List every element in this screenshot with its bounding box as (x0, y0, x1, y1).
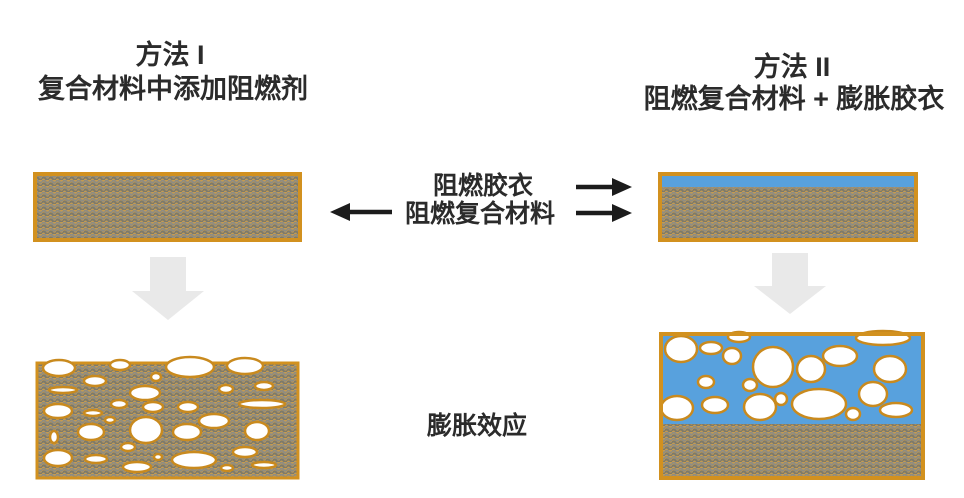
bubble (197, 412, 231, 430)
method1-title: 方法 I (135, 40, 205, 70)
bubble (128, 415, 164, 445)
bubble (742, 392, 778, 422)
bubble (141, 400, 165, 414)
bubble (217, 383, 235, 395)
foam-bubbles-group (659, 329, 914, 422)
bubble (219, 463, 235, 473)
bubble (250, 460, 278, 470)
block-arrow-down-icon (754, 253, 826, 314)
bubble (128, 384, 162, 402)
label-composite: 阻燃复合材料 (404, 200, 555, 228)
bubble (152, 452, 164, 462)
bubble (76, 422, 106, 442)
bubble (171, 422, 203, 442)
bubble (176, 400, 200, 414)
bubble (83, 453, 109, 465)
bubble (790, 387, 848, 421)
intact-laminate-layer (663, 424, 921, 476)
bubble (698, 340, 724, 356)
bubble (659, 394, 695, 422)
bubble (751, 345, 795, 389)
bubble (47, 385, 79, 395)
bubble (82, 374, 108, 388)
bubble (773, 391, 789, 407)
block-arrow-down-icon (132, 257, 204, 320)
bubble (872, 354, 908, 384)
method2-subtitle: 阻燃复合材料 + 膨胀胶衣 (643, 84, 945, 114)
label-gelcoat: 阻燃胶衣 (432, 172, 533, 200)
arrow-right-icon (576, 204, 632, 222)
bubble (696, 374, 716, 390)
bubble (103, 415, 117, 425)
bubble (878, 401, 914, 419)
bubble (663, 334, 699, 364)
bubble (821, 344, 859, 368)
bubble (741, 377, 759, 393)
bubble (41, 358, 77, 378)
gelcoat-layer (662, 176, 914, 187)
bubble (42, 402, 74, 420)
method2-title: 方法 II (753, 52, 831, 82)
bubble (170, 450, 218, 470)
bubble (700, 395, 730, 415)
bubble (42, 448, 74, 468)
bubble (164, 355, 216, 379)
method2-expanded-block (659, 329, 925, 480)
bubble (225, 356, 265, 376)
arrow-right-icon (576, 178, 632, 196)
bubble (109, 398, 129, 410)
bubble (231, 445, 259, 459)
bubble (149, 371, 163, 383)
method1-expanded-block (35, 355, 300, 480)
foam-bubbles-group (41, 355, 287, 474)
bubble (237, 398, 287, 410)
bubble (82, 408, 104, 418)
bubble (108, 358, 132, 372)
bubble (253, 380, 275, 392)
arrow-left-icon (330, 203, 392, 221)
bubble (119, 441, 137, 453)
bubble (795, 354, 827, 384)
label-expansion-effect: 膨胀效应 (426, 412, 527, 440)
bubble (857, 380, 889, 408)
method1-composite-block (33, 172, 302, 242)
method1-subtitle: 复合材料中添加阻燃剂 (38, 74, 308, 104)
bubble (121, 460, 153, 474)
method2-composite-block (658, 172, 918, 242)
bubble (844, 406, 862, 422)
bubble (48, 429, 60, 445)
bubble (243, 420, 271, 442)
bubble (721, 346, 743, 366)
